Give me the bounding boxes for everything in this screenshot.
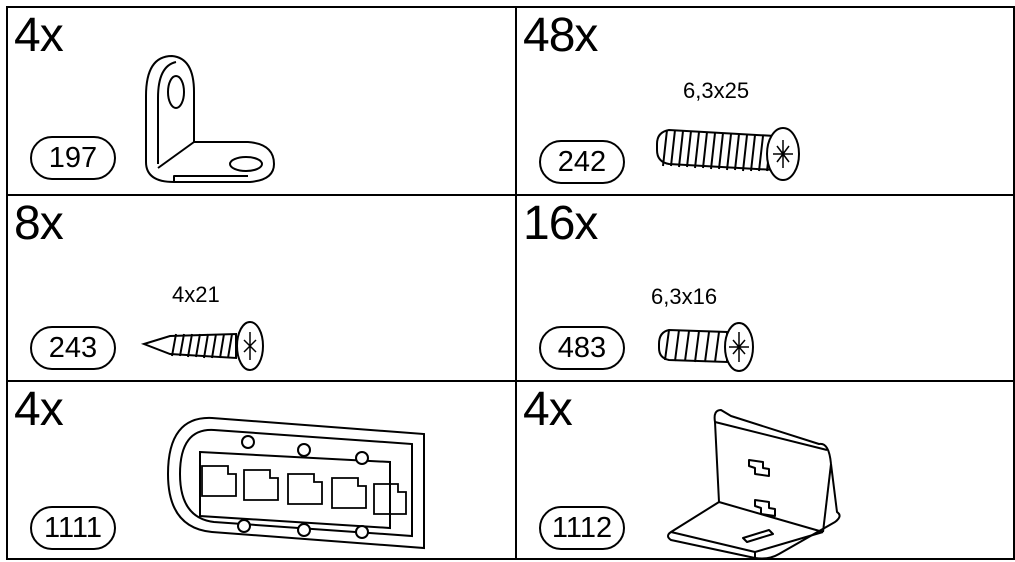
- part-quantity: 8x: [14, 197, 64, 250]
- screw-size-label: 6,3x25: [683, 78, 750, 103]
- part-number-badge: 197: [30, 136, 116, 180]
- screw-6-3x25-icon: [656, 127, 800, 181]
- part-cell-243: 8x 4x21 243: [6, 194, 517, 382]
- part-number-badge: 243: [30, 326, 116, 370]
- part-number-badge: 242: [539, 140, 625, 184]
- part-number-badge: 1112: [539, 506, 625, 550]
- part-number-badge: 483: [539, 326, 625, 370]
- part-cell-242: 48x 6,3x25 242: [515, 6, 1015, 196]
- screw-size-label: 4x21: [172, 282, 220, 307]
- part-quantity: 4x: [14, 383, 64, 436]
- connector-plate-icon: [166, 416, 425, 550]
- angle-bracket-icon: [145, 55, 275, 183]
- corner-bracket-icon: [667, 409, 841, 560]
- part-cell-1112: 4x 1112: [515, 380, 1015, 560]
- part-quantity: 48x: [523, 9, 598, 62]
- screw-size-label: 6,3x16: [651, 284, 718, 309]
- part-quantity: 4x: [523, 383, 573, 436]
- part-quantity: 16x: [523, 197, 598, 250]
- part-cell-483: 16x 6,3x16 483: [515, 194, 1015, 382]
- screw-6-3x16-icon: [658, 322, 754, 372]
- part-number-badge: 1111: [30, 506, 116, 550]
- part-cell-197: 4x 197: [6, 6, 517, 196]
- part-quantity: 4x: [14, 9, 64, 62]
- part-cell-1111: 4x 1111: [6, 380, 517, 560]
- hardware-parts-sheet: 4x 197 48x 6,3x25 242 8x 4x21 243: [6, 6, 1015, 560]
- wood-screw-4x21-icon: [140, 321, 264, 371]
